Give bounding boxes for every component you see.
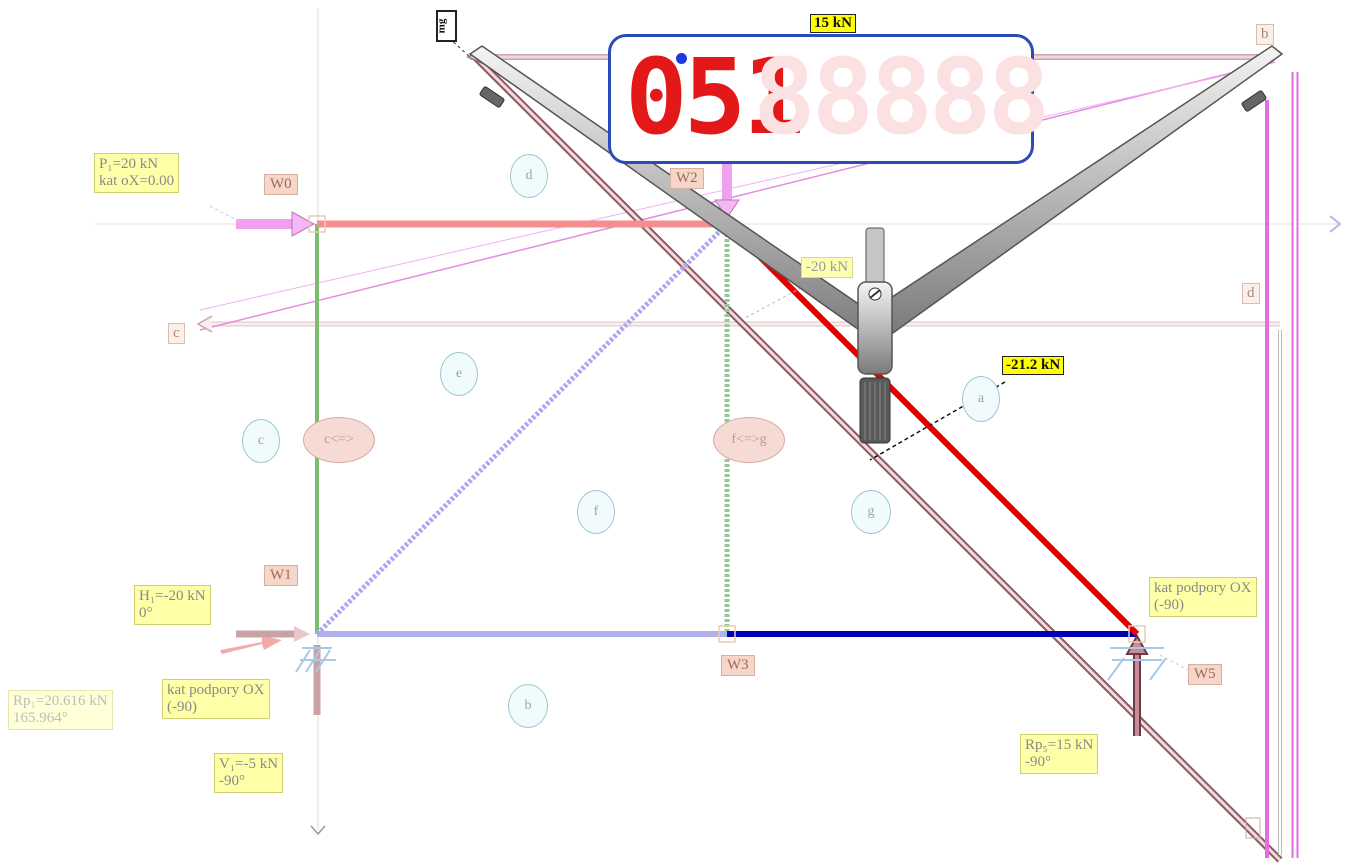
node-w5-marker[interactable]	[1128, 625, 1146, 643]
load-p1-label[interactable]: P₁=20 kN kat oX=0.00	[94, 153, 180, 193]
node-w3-marker[interactable]	[718, 625, 736, 643]
w5-angle-line2: (-90)	[1154, 597, 1184, 613]
cremona-tag-c: c	[168, 323, 185, 344]
reaction-h1-head-icon	[294, 626, 310, 642]
field-g-marker[interactable]: g	[851, 490, 891, 534]
load-p1-line2: kat oX=0.00	[99, 173, 175, 189]
node-w5-label[interactable]: W5	[1188, 664, 1222, 685]
readout-dot-icon	[676, 53, 687, 64]
rp1-line1: Rp₁=20.616 kN	[13, 693, 108, 709]
field-e-marker[interactable]: e	[440, 352, 478, 396]
mg-label: mg	[435, 18, 448, 34]
field-f-marker[interactable]: f	[577, 490, 615, 534]
node-w2-label[interactable]: W2	[670, 168, 704, 189]
cremona-diagonal-inner	[473, 55, 1282, 862]
switch-c-button[interactable]: c<=>	[303, 417, 375, 463]
cremona-pink-2	[199, 71, 1241, 311]
rp5-line1: Rp₅=15 kN	[1025, 737, 1094, 753]
member-w1-w2[interactable]	[315, 222, 729, 636]
force-top-label: 15 kN	[810, 14, 856, 33]
v1-line2: -90°	[219, 773, 245, 789]
leader-w5	[1159, 654, 1193, 673]
member-w2-w5[interactable]	[724, 221, 1140, 637]
reaction-rp5-label[interactable]: Rp₅=15 kN -90°	[1020, 734, 1099, 774]
axis-arrow-icon	[1329, 215, 1342, 233]
node-w0-marker[interactable]	[308, 215, 326, 233]
mg-toggle-button[interactable]: mg	[435, 10, 457, 42]
reaction-rp1-label[interactable]: Rp₁=20.616 kN 165.964°	[8, 690, 113, 730]
field-c-marker[interactable]: c	[242, 419, 280, 463]
load-p1-line1: P₁=20 kN	[99, 156, 159, 172]
support-w1-angle-label[interactable]: kat podpory OX (-90)	[162, 679, 270, 719]
node-w1-label[interactable]: W1	[264, 565, 298, 586]
reaction-v1-label[interactable]: V₁=-5 kN -90°	[214, 753, 284, 793]
axis-down-arrow-icon	[310, 825, 326, 836]
leader-w2w5-force	[869, 381, 1006, 461]
h1-line1: H₁=-20 kN	[139, 588, 206, 604]
force-w2-w3-label: -20 kN	[801, 257, 854, 278]
field-d-marker[interactable]: d	[510, 154, 548, 198]
reaction-rp1-arrow	[220, 636, 282, 654]
node-w0-label[interactable]: W0	[264, 174, 298, 195]
torque-wrench-tool[interactable]	[468, 45, 1284, 444]
cremona-corner-marker	[1245, 817, 1261, 839]
rp5-line2: -90°	[1025, 754, 1051, 770]
field-b-marker[interactable]: b	[508, 684, 548, 728]
cremona-arrow-left-icon	[196, 315, 213, 333]
force-w2-w5-label: -21.2 kN	[1002, 356, 1065, 375]
field-a-marker[interactable]: a	[962, 376, 1000, 422]
cremona-pink-1	[199, 61, 1276, 331]
cremona-tag-b: b	[1256, 24, 1274, 45]
node-w3-label[interactable]: W3	[721, 655, 755, 676]
v1-line1: V₁=-5 kN	[219, 756, 279, 772]
reaction-h1-label[interactable]: H₁=-20 kN 0°	[134, 585, 211, 625]
digital-readout-display: 051 88888	[608, 34, 1050, 164]
w1-angle-line2: (-90)	[167, 699, 197, 715]
readout-unlit-digits: 88888	[753, 36, 1050, 158]
load-arrowhead-icon	[291, 211, 316, 237]
rp1-line2: 165.964°	[13, 710, 68, 726]
cremona-tag-d: d	[1242, 283, 1260, 304]
leader-p1	[209, 205, 241, 223]
w5-angle-line1: kat podpory OX	[1154, 580, 1252, 596]
readout-lit-digits: 051	[625, 36, 805, 158]
support-w5-angle-label[interactable]: kat podpory OX (-90)	[1149, 577, 1257, 617]
switch-f-g-button[interactable]: f<=>g	[713, 417, 785, 463]
support-w5-icon	[1107, 647, 1167, 681]
support-w1-icon	[295, 647, 336, 673]
h1-line2: 0°	[139, 605, 153, 621]
w1-angle-line1: kat podpory OX	[167, 682, 265, 698]
reaction-rp5-head-icon	[1125, 633, 1149, 655]
